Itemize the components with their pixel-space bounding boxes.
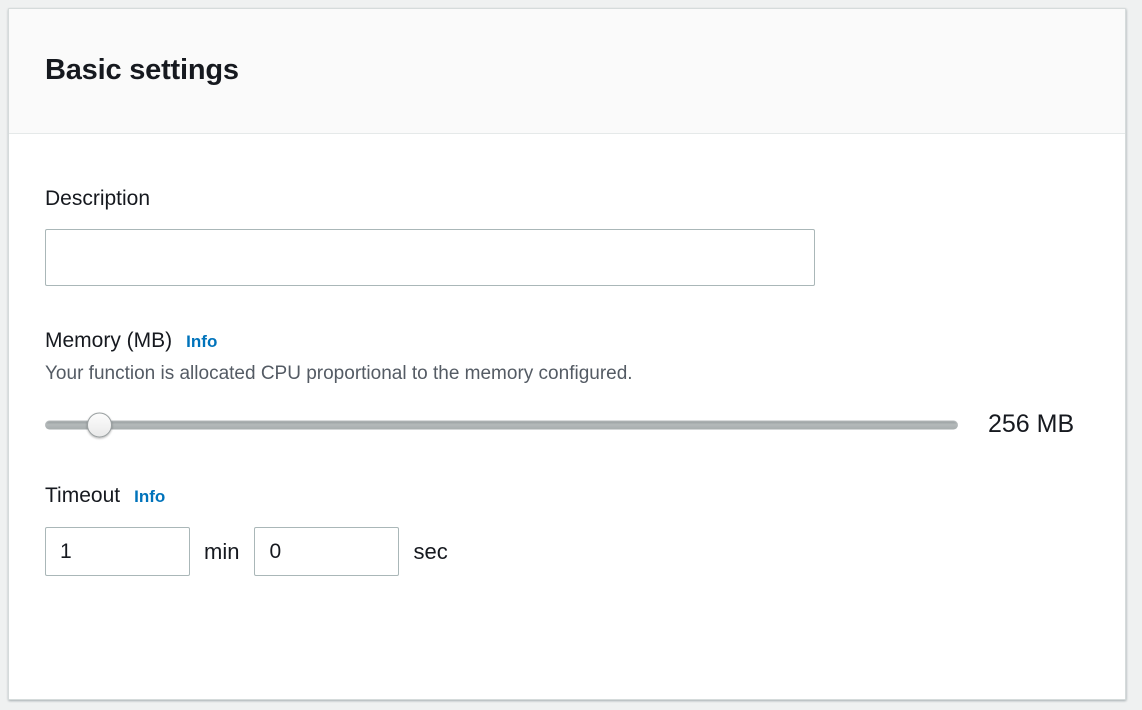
timeout-seconds-input[interactable] <box>254 527 400 577</box>
memory-label: Memory (MB) Info <box>45 328 1089 353</box>
timeout-inputs-row: min sec <box>45 527 1089 577</box>
card-body: Description Memory (MB) Info Your functi… <box>9 134 1125 577</box>
memory-section: Memory (MB) Info Your function is alloca… <box>45 328 1089 439</box>
basic-settings-card: Basic settings Description Memory (MB) I… <box>8 8 1126 700</box>
description-label-text: Description <box>45 187 151 210</box>
timeout-label: Timeout Info <box>45 483 1089 508</box>
timeout-section: Timeout Info min sec <box>45 483 1089 577</box>
memory-slider[interactable] <box>45 412 958 438</box>
memory-label-text: Memory (MB) <box>45 329 173 353</box>
timeout-seconds-unit-label: sec <box>413 538 448 564</box>
description-section: Description <box>45 186 1089 287</box>
memory-slider-row: 256 MB <box>45 410 1089 439</box>
timeout-minutes-unit-label: min <box>204 538 240 564</box>
memory-value-label: 256 MB <box>988 410 1075 439</box>
timeout-label-text: Timeout <box>45 484 121 508</box>
timeout-info-link[interactable]: Info <box>134 487 166 507</box>
description-label: Description <box>45 186 1089 211</box>
page-title: Basic settings <box>45 54 239 87</box>
memory-help-text: Your function is allocated CPU proportio… <box>45 363 633 385</box>
memory-info-link[interactable]: Info <box>186 332 218 352</box>
timeout-minutes-input[interactable] <box>45 527 190 577</box>
slider-track[interactable] <box>45 420 958 430</box>
description-input[interactable] <box>45 229 815 287</box>
slider-thumb[interactable] <box>87 412 113 438</box>
card-header: Basic settings <box>9 9 1125 134</box>
